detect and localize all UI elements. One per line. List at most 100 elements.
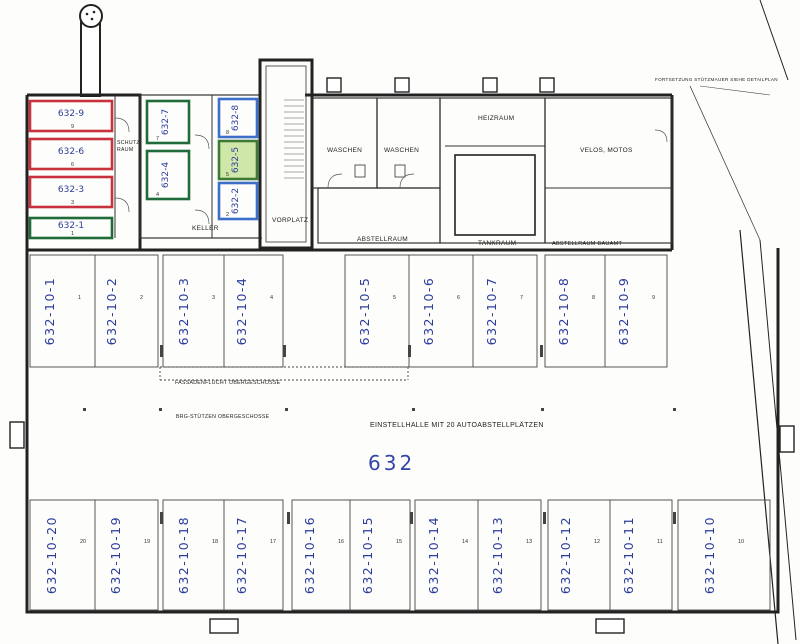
storage-unit-label: 632-7 bbox=[161, 109, 171, 135]
parking-stall-number: 1 bbox=[78, 295, 81, 301]
parking-stall: 632-10-7 7 bbox=[484, 277, 523, 346]
storage-unit: 632-3 3 bbox=[28, 175, 114, 209]
parking-stall: 632-10-4 4 bbox=[234, 277, 273, 346]
parking-stall: 632-10-3 3 bbox=[176, 277, 215, 346]
label-einstellhalle: EINSTELLHALLE MIT 20 AUTOABSTELLPLÄTZEN bbox=[370, 421, 544, 429]
storage-unit-number: 1 bbox=[71, 231, 74, 237]
storage-unit-label: 632-5 bbox=[231, 147, 241, 173]
parking-stall: 632-10-6 6 bbox=[421, 277, 460, 346]
cellar-zone bbox=[114, 94, 262, 239]
storage-unit: 632-55 bbox=[217, 139, 259, 181]
storage-unit: 632-77 bbox=[145, 99, 191, 145]
parking-stall-number: 15 bbox=[396, 539, 402, 545]
storage-unit-number: 2 bbox=[226, 212, 229, 218]
building-mark: 632 bbox=[368, 451, 415, 475]
storage-unit-label: 632-1 bbox=[58, 221, 84, 231]
storage-unit-label: 632-4 bbox=[161, 162, 171, 188]
storage-unit-outline bbox=[28, 99, 114, 133]
outer-walls bbox=[9, 77, 795, 634]
storage-unit-number: 8 bbox=[226, 130, 229, 136]
parking-stall-number: 3 bbox=[212, 295, 215, 301]
storage-unit-outline bbox=[28, 137, 114, 171]
storage-unit-outline bbox=[217, 181, 259, 221]
parking-stall-number: 9 bbox=[652, 295, 655, 301]
room-label-abstellraum-bauamt: ABSTELLRAUM BAUAMT bbox=[552, 241, 623, 247]
parking-stall-label: 632-10-19 bbox=[108, 516, 123, 594]
parking-stall-label: 632-10-17 bbox=[234, 516, 249, 594]
storage-unit-label: 632-8 bbox=[231, 105, 241, 131]
parking-stall-number: 11 bbox=[657, 539, 663, 545]
parking-stall-label: 632-10-8 bbox=[556, 277, 571, 346]
parking-stall-label: 632-10-5 bbox=[357, 277, 372, 346]
room-label-velos-motos: VELOS, MOTOS bbox=[580, 147, 633, 154]
label-fassadenflucht: FASSADENFLUCHT OBERGESCHOSSE bbox=[175, 380, 281, 386]
parking-stall: 632-10-19 19 bbox=[108, 516, 150, 594]
storage-unit: 632-11 bbox=[28, 216, 114, 240]
parking-stall-number: 8 bbox=[592, 295, 595, 301]
storage-unit-outline bbox=[145, 99, 191, 145]
storage-unit: 632-22 bbox=[217, 181, 259, 221]
parking-stall-label: 632-10-16 bbox=[302, 516, 317, 594]
parking-stall: 632-10-5 5 bbox=[357, 277, 396, 346]
storage-unit-outline bbox=[217, 139, 259, 181]
corner-note: FORTSETZUNG STÜTZMAUER SIEHE DETAILPLAN bbox=[655, 76, 778, 82]
parking-stall-number: 7 bbox=[520, 295, 523, 301]
room-label-vorplatz: VORPLATZ bbox=[272, 217, 308, 224]
parking-stall-number: 17 bbox=[270, 539, 276, 545]
storage-unit: 632-44 bbox=[145, 149, 191, 201]
parking-stall-label: 632-10-13 bbox=[490, 516, 505, 594]
room-label-abstellraum: ABSTELLRAUM bbox=[357, 236, 408, 243]
storage-unit-number: 9 bbox=[71, 124, 74, 130]
chimney bbox=[79, 4, 103, 97]
parking-stall-number: 6 bbox=[457, 295, 460, 301]
parking-stall-label: 632-10-4 bbox=[234, 277, 249, 346]
storage-unit-number: 7 bbox=[156, 136, 159, 142]
parking-stall-label: 632-10-18 bbox=[176, 516, 191, 594]
parking-stall-number: 5 bbox=[393, 295, 396, 301]
room-label-waschen-2: WASCHEN bbox=[384, 147, 419, 154]
parking-stall: 632-10-17 17 bbox=[234, 516, 276, 594]
parking-stall: 632-10-11 11 bbox=[621, 516, 663, 594]
parking-stall-label: 632-10-1 bbox=[42, 277, 57, 346]
parking-stall: 632-10-1 1 bbox=[42, 277, 81, 346]
parking-stall-label: 632-10-12 bbox=[558, 516, 573, 594]
parking-stall-number: 2 bbox=[140, 295, 143, 301]
service-rooms bbox=[311, 97, 673, 244]
storage-unit: 632-99 bbox=[28, 99, 114, 133]
storage-unit-label: 632-3 bbox=[58, 185, 84, 195]
room-label-tankraum: TANKRAUM bbox=[478, 240, 516, 247]
parking-stall-number: 4 bbox=[270, 295, 273, 301]
storage-unit-number: 3 bbox=[71, 200, 74, 206]
parking-stall-number: 19 bbox=[144, 539, 150, 545]
room-label-heizraum: HEIZRAUM bbox=[478, 115, 514, 122]
storage-unit-label: 632-2 bbox=[231, 188, 241, 214]
parking-stall-label: 632-10-6 bbox=[421, 277, 436, 346]
storage-unit-label: 632-6 bbox=[58, 147, 84, 157]
storage-unit-outline bbox=[145, 149, 191, 201]
storage-unit: 632-66 bbox=[28, 137, 114, 171]
storage-unit-outline bbox=[28, 216, 114, 240]
parking-stall-label: 632-10-7 bbox=[484, 277, 499, 346]
parking-stall-number: 10 bbox=[738, 539, 744, 545]
parking-stall-label: 632-10-11 bbox=[621, 516, 636, 594]
parking-stall: 632-10-8 8 bbox=[556, 277, 595, 346]
storage-unit: 632-88 bbox=[217, 97, 259, 139]
storage-unit-number: 4 bbox=[156, 192, 159, 198]
parking-stall-number: 14 bbox=[462, 539, 468, 545]
room-label-keller: KELLER bbox=[192, 225, 219, 232]
parking-stall-label: 632-10-20 bbox=[44, 516, 59, 594]
parking-stall-label: 632-10-3 bbox=[176, 277, 191, 346]
room-label-waschen-1: WASCHEN bbox=[327, 147, 362, 154]
storage-unit-outline bbox=[217, 97, 259, 139]
